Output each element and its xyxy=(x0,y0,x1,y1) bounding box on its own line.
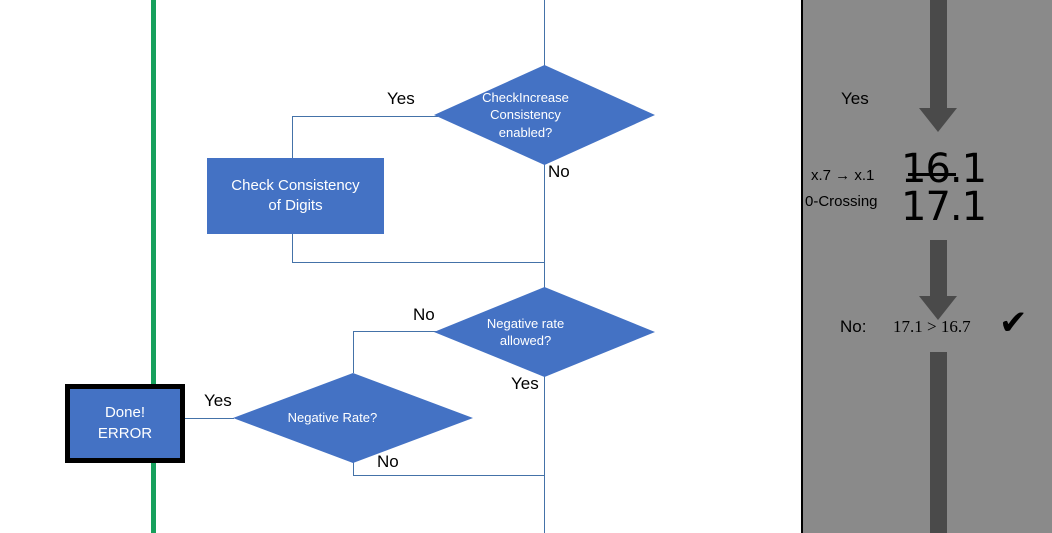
decision-check-increase-line1: CheckIncrease xyxy=(482,90,569,106)
panel-row-0-value: 16.1 xyxy=(901,146,987,192)
edge-label-negative-rate-yes: Yes xyxy=(204,391,232,410)
panel-arrow-head-top xyxy=(919,108,957,132)
decision-check-increase-consistency[interactable]: CheckIncrease Consistency enabled? xyxy=(434,65,655,165)
decision-negative-rate-allowed[interactable]: Negative rate allowed? xyxy=(434,287,655,377)
connector-yes-to-consistency-horizontal xyxy=(292,116,438,117)
panel-arrow-shaft-top xyxy=(930,0,947,110)
process-check-consistency-of-digits[interactable]: Check Consistency of Digits xyxy=(207,158,384,234)
terminator-done-line1: Done! xyxy=(104,404,145,422)
connector-main-trunk-lower xyxy=(544,365,545,533)
connector-consistency-return-horizontal xyxy=(292,262,545,263)
annotation-panel: Yes x.7 → x.1 16.1 0-Crossing 17.1 No: 1… xyxy=(801,0,1052,533)
decision-negative-rate-allowed-line2: allowed? xyxy=(499,333,552,348)
connector-main-trunk-top xyxy=(544,0,545,90)
decision-check-increase-line3: enabled? xyxy=(498,124,553,140)
edge-label-check-increase-no: No xyxy=(548,162,570,181)
decision-negative-rate-line1: Negative Rate? xyxy=(287,410,378,426)
edge-label-negative-rate-allowed-no: No xyxy=(413,305,435,324)
decision-check-increase-line2: Consistency xyxy=(490,107,561,123)
terminator-done-line2: ERROR xyxy=(97,424,153,442)
panel-comparison-prefix: No: xyxy=(840,317,867,336)
green-divider-line xyxy=(151,0,156,533)
connector-negrate-allowed-no-vertical xyxy=(353,331,354,373)
terminator-done-error[interactable]: Done! ERROR xyxy=(65,384,185,463)
connector-negrate-allowed-no-horizontal xyxy=(353,331,439,332)
panel-arrow-shaft-middle xyxy=(930,240,947,300)
connector-negrate-no-vertical xyxy=(353,455,354,475)
decision-negative-rate[interactable]: Negative Rate? xyxy=(233,373,473,463)
panel-row-0-label: x.7 → x.1 xyxy=(811,167,875,184)
connector-negrate-no-horizontal xyxy=(353,475,545,476)
decision-negative-rate-allowed-line1: Negative rate xyxy=(486,315,565,331)
edge-label-negative-rate-no: No xyxy=(377,452,399,471)
panel-row-1-value: 17.1 xyxy=(901,184,987,230)
connector-negrate-yes-horizontal xyxy=(172,418,234,419)
panel-arrow-head-middle xyxy=(919,296,957,320)
panel-row-0-strikethrough xyxy=(908,173,956,176)
connector-consistency-return-vertical xyxy=(292,234,293,262)
panel-comparison-checkmark: ✔ xyxy=(999,303,1028,343)
panel-comparison-expression: 17.1 > 16.7 xyxy=(893,317,971,336)
panel-row-1-label: 0-Crossing xyxy=(805,193,878,210)
edge-label-check-increase-yes: Yes xyxy=(387,89,415,108)
panel-arrow-shaft-bottom xyxy=(930,352,947,533)
process-consistency-line1: Check Consistency xyxy=(231,176,360,194)
process-consistency-line2: of Digits xyxy=(268,197,323,214)
edge-label-negative-rate-allowed-yes: Yes xyxy=(511,374,539,393)
panel-top-label: Yes xyxy=(841,89,869,108)
connector-yes-to-consistency-vertical xyxy=(292,116,293,158)
connector-main-trunk-middle xyxy=(544,150,545,305)
